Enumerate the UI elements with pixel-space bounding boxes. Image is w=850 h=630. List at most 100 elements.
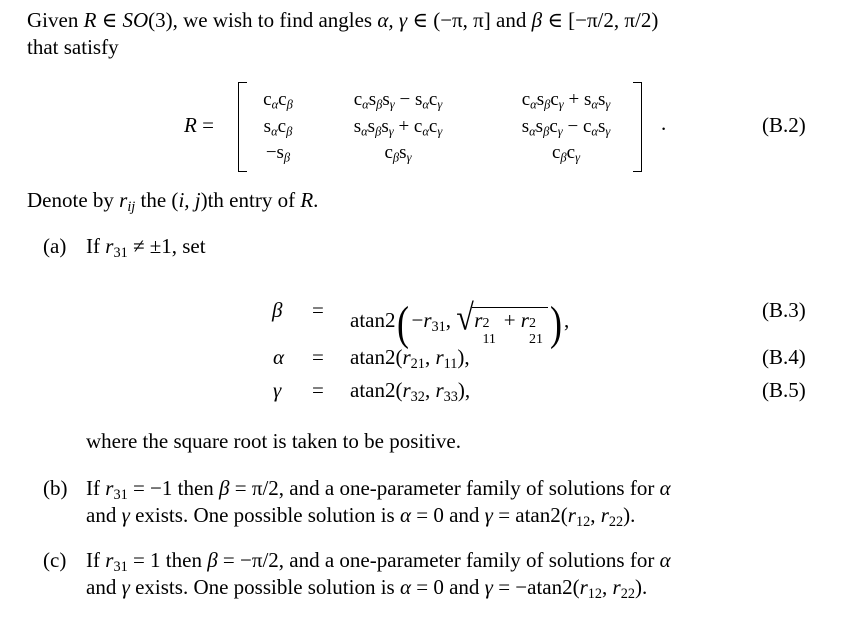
case-text: = −1 then	[127, 476, 220, 500]
math-sub: 11	[482, 332, 496, 347]
intro-text: and	[490, 8, 532, 32]
close-paren: ),	[457, 345, 470, 369]
math-r: r	[105, 476, 114, 500]
math-beta: β	[272, 298, 283, 322]
intro-text: , we wish to find angles	[172, 8, 378, 32]
case-a-condition: If r31 ≠ ±1, set	[86, 234, 206, 261]
math-sup: 2	[528, 316, 536, 331]
case-text: ).	[635, 575, 648, 599]
math-sup: 2	[482, 316, 490, 331]
func-atan2: atan2(	[350, 345, 403, 369]
func-atan2: atan2(	[350, 378, 403, 402]
math-alpha-gamma: α, γ	[377, 8, 408, 32]
case-text: ≠ ±1, set	[127, 234, 206, 258]
comma: ,	[563, 308, 570, 332]
case-text: = atan2(	[492, 503, 568, 527]
case-text: = 0 and	[410, 503, 485, 527]
case-text: exists. One possible solution is	[129, 503, 400, 527]
math-r: r	[474, 308, 483, 332]
equation-number-B5: (B.5)	[762, 378, 806, 402]
equation-gamma-rhs: atan2(r32, r33),	[350, 378, 471, 405]
denote-text: .	[313, 188, 319, 212]
math-sub: 21	[410, 355, 425, 372]
math-range-1: ∈ (−π, π]	[407, 8, 491, 32]
math-ij: i, j	[178, 188, 201, 212]
matrix-lhs: R =	[184, 115, 214, 136]
math-sub: 12	[575, 513, 591, 530]
comma: ,	[424, 345, 436, 369]
plus-sign: +	[498, 308, 521, 332]
math-beta: β	[531, 8, 543, 32]
math-sub: 31	[113, 558, 128, 575]
math-r: r	[105, 548, 114, 572]
right-paren: )	[549, 297, 562, 350]
denote-text: )th entry of	[200, 188, 301, 212]
matrix-cell-32: cβsγ	[384, 142, 412, 165]
equals-sign: =	[312, 378, 324, 402]
math-r: r	[435, 378, 444, 402]
left-paren: (	[397, 297, 410, 350]
case-text: = −π/2, and a one-parameter family of so…	[217, 548, 660, 572]
math-sub: 11	[443, 355, 458, 372]
math-r: r	[579, 575, 588, 599]
sqrt-positive-note: where the square root is taken to be pos…	[86, 429, 461, 453]
case-text: and	[86, 503, 122, 527]
intro-line-2: that satisfy	[27, 35, 119, 59]
case-text: = −atan2(	[492, 575, 580, 599]
math-SO: SO	[122, 8, 149, 32]
math-alpha: α	[659, 548, 671, 572]
math-sub: 22	[608, 513, 624, 530]
matrix-cell-22: sαsβsγ + cαcγ	[353, 116, 443, 139]
math-alpha: α	[399, 575, 411, 599]
equation-number-B3: (B.3)	[762, 298, 806, 322]
case-c-label: (c)	[43, 548, 67, 572]
math-range-2: ∈ [−π/2, π/2)	[542, 8, 659, 32]
matrix-cell-33: cβcγ	[551, 142, 581, 165]
case-text: exists. One possible solution is	[129, 575, 400, 599]
case-text: and	[86, 575, 122, 599]
matrix-cell-23: sαsβcγ − cαsγ	[521, 116, 611, 139]
math-R: R	[83, 8, 97, 32]
math-R: R	[184, 113, 197, 137]
case-c-line-1: If r31 = 1 then β = −π/2, and a one-para…	[86, 548, 671, 575]
math-beta: β	[219, 476, 230, 500]
comma: ,	[590, 503, 601, 527]
comma: ,	[424, 378, 436, 402]
math-r: r	[105, 234, 114, 258]
math-SO-arg: (3)	[148, 8, 173, 32]
case-text: = π/2, and a one-parameter family of sol…	[229, 476, 660, 500]
matrix-cell-13: cαsβcγ + sαsγ	[521, 89, 611, 112]
sqrt-icon: √	[456, 296, 474, 338]
denote-line: Denote by rij the (i, j)th entry of R.	[27, 188, 319, 215]
math-r: r	[119, 188, 128, 212]
equation-alpha-rhs: atan2(r21, r11),	[350, 345, 470, 372]
equation-gamma: γ	[273, 378, 282, 402]
case-c-line-2: and γ exists. One possible solution is α…	[86, 575, 648, 602]
equation-number-B2: (B.2)	[762, 113, 806, 137]
equals-sign: =	[196, 113, 214, 137]
case-b-line-2: and γ exists. One possible solution is α…	[86, 503, 635, 530]
close-paren: ),	[457, 378, 471, 402]
case-text: If	[86, 548, 106, 572]
comma: ,	[445, 308, 457, 332]
math-alpha: α	[399, 503, 411, 527]
math-gamma: γ	[121, 575, 130, 599]
func-atan2: atan2	[350, 308, 396, 332]
math-sub-ij: ij	[127, 198, 136, 215]
matrix-trailing-period: .	[661, 111, 667, 135]
math-r: r	[520, 308, 529, 332]
intro-text: Given	[27, 8, 84, 32]
math-r: r	[567, 503, 576, 527]
comma: ,	[602, 575, 613, 599]
matrix-left-bracket	[238, 82, 247, 172]
math-gamma: γ	[484, 575, 493, 599]
math-r: r	[402, 378, 411, 402]
math-r: r	[612, 575, 621, 599]
equation-beta: β	[272, 300, 282, 321]
denote-text: Denote by	[27, 188, 120, 212]
case-b-line-1: If r31 = −1 then β = π/2, and a one-para…	[86, 476, 671, 503]
denote-text: the (	[135, 188, 179, 212]
math-sub: 31	[113, 244, 128, 261]
math-beta: β	[207, 548, 218, 572]
